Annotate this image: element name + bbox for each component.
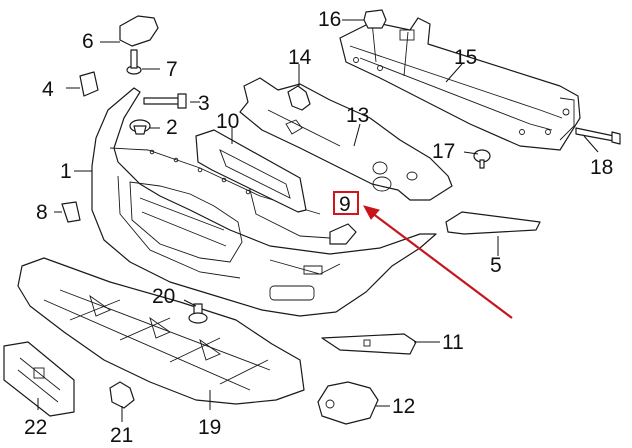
callout-17: 17 <box>432 140 455 163</box>
splash-shield <box>17 257 305 405</box>
callout-21: 21 <box>110 424 133 447</box>
callout-16: 16 <box>318 8 341 31</box>
bolt-3 <box>143 93 187 109</box>
callout-11: 11 <box>442 331 464 354</box>
highlight-box <box>333 191 359 215</box>
callout-labels: 6 16 7 4 14 15 3 2 10 13 17 18 1 8 5 11 … <box>24 8 613 447</box>
callout-8: 8 <box>36 201 48 224</box>
fog-lamp-bracket-12 <box>317 381 379 425</box>
side-bracket-5 <box>445 211 541 235</box>
bumper-stop <box>363 9 387 29</box>
highlight-arrowhead <box>363 205 380 220</box>
bracket-10 <box>195 129 307 213</box>
callout-22: 22 <box>24 416 47 439</box>
callout-6: 6 <box>82 30 94 53</box>
energy-absorber <box>239 77 453 201</box>
callout-14: 14 <box>288 46 312 69</box>
callout-7: 7 <box>166 58 178 81</box>
trim-strip-11 <box>321 333 417 355</box>
callout-19: 19 <box>198 416 221 439</box>
callout-9: 9 <box>339 193 351 216</box>
callout-12: 12 <box>392 395 415 418</box>
highlight-callout-9: 9 <box>333 191 513 319</box>
retainer-8 <box>61 201 81 223</box>
clip-20 <box>188 303 208 324</box>
bolt-18 <box>575 127 621 145</box>
callout-4: 4 <box>42 78 54 101</box>
tow-hook-cover <box>329 223 357 245</box>
callout-20: 20 <box>152 285 175 308</box>
clip-14 <box>287 85 311 111</box>
callout-18: 18 <box>590 156 613 179</box>
grommet-2 <box>129 119 151 135</box>
leader-lines <box>37 19 599 422</box>
callout-2: 2 <box>166 116 178 139</box>
side-bracket-6 <box>119 15 159 47</box>
highlight-arrow <box>367 209 513 319</box>
bracket-21 <box>109 381 135 409</box>
callout-5: 5 <box>490 254 502 277</box>
callout-3: 3 <box>198 92 210 115</box>
push-pin-17 <box>473 149 491 169</box>
license-plate-bracket <box>3 341 75 417</box>
clip-4 <box>79 71 99 97</box>
callout-1: 1 <box>60 160 72 183</box>
reinforcement-bar <box>339 17 581 151</box>
callout-15: 15 <box>454 46 477 69</box>
screw-7 <box>126 49 142 75</box>
callout-13: 13 <box>346 104 369 127</box>
callout-10: 10 <box>216 110 239 133</box>
